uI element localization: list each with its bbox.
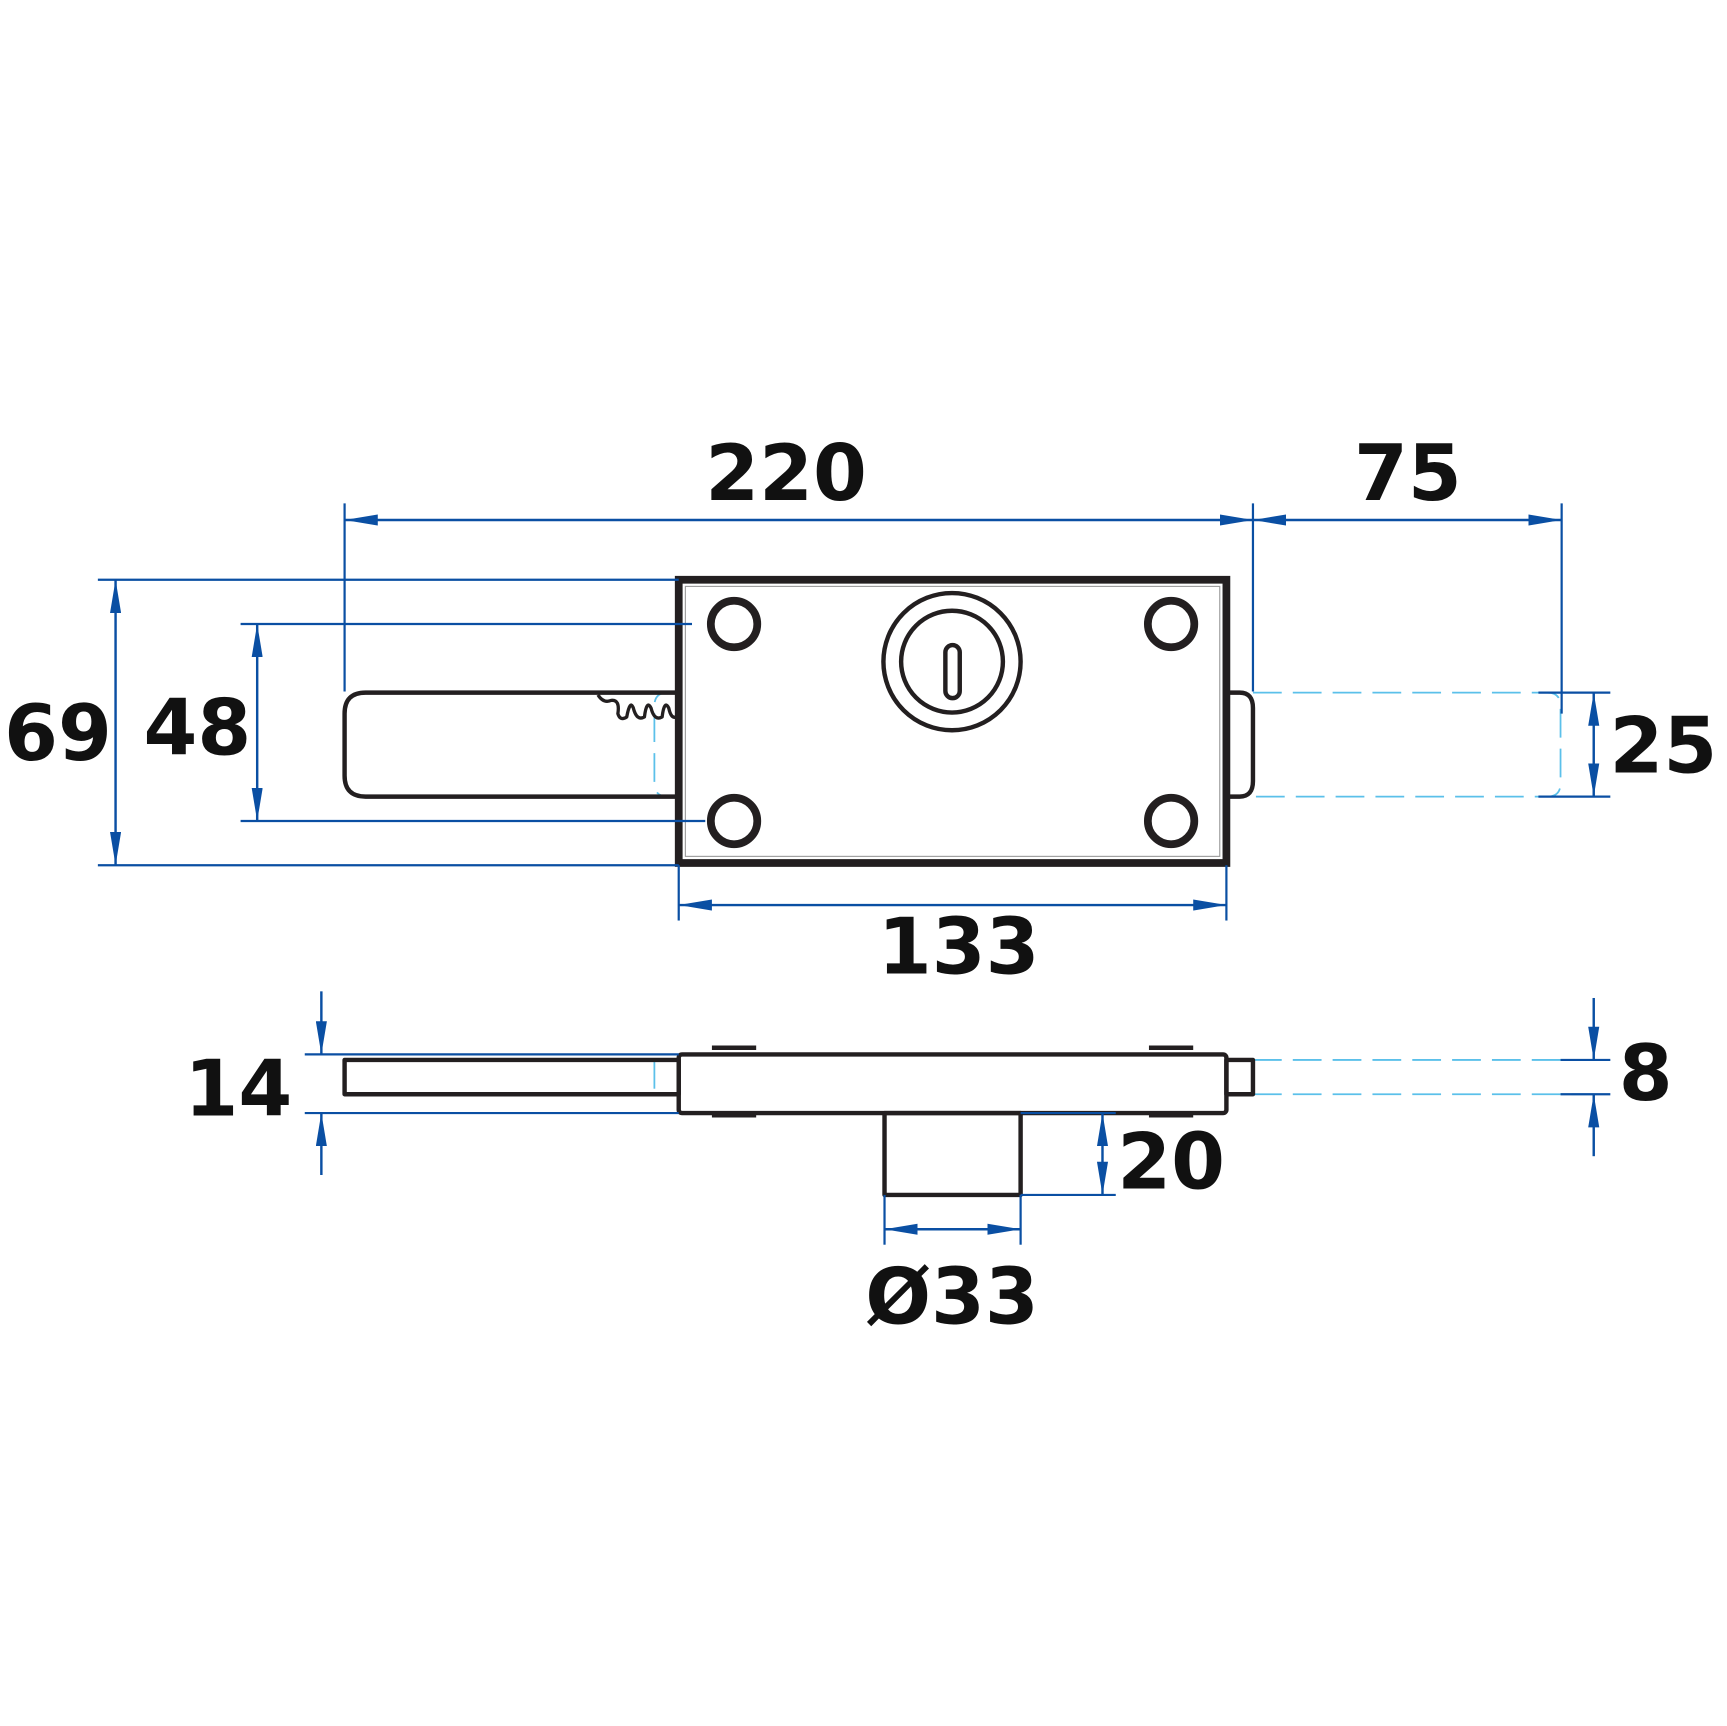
dim-thickness: 14 — [184, 1044, 292, 1134]
lock-plate-inner-edge — [684, 585, 1221, 857]
bolt-left — [342, 690, 679, 799]
dim-cylinder-diameter: Ø33 — [865, 1252, 1039, 1342]
dim-plate-height: 69 — [4, 689, 112, 779]
bolt-side-stub — [1224, 1057, 1256, 1097]
lock-plate — [674, 575, 1231, 867]
dim-overall-length: 220 — [705, 429, 867, 519]
bolt-side — [342, 1057, 681, 1097]
lock-body-side — [676, 1052, 1229, 1116]
dim-cylinder-projection: 20 — [1117, 1117, 1225, 1207]
screw-hole-icon — [1143, 793, 1199, 849]
dimensions: 220 75 69 48 25 133 14 8 — [4, 429, 1717, 1342]
dim-bolt-height: 25 — [1610, 701, 1718, 791]
dim-bolt-throw: 75 — [1354, 429, 1462, 519]
screw-hole-icon — [706, 793, 762, 849]
cylinder-inner-ring — [898, 608, 1006, 715]
bolt-teeth — [596, 693, 678, 721]
front-view — [342, 575, 1562, 867]
screw-hole-icon — [706, 596, 762, 652]
dim-bolt-thickness: 8 — [1619, 1029, 1673, 1119]
cylinder-side — [882, 1110, 1023, 1198]
keyhole-icon — [943, 642, 962, 701]
screw-hole-icon — [1143, 596, 1199, 652]
dim-plate-length: 133 — [878, 903, 1040, 993]
side-view — [342, 1045, 1594, 1198]
bolt-right-stub — [1226, 690, 1256, 799]
hidden-bolt-extension — [1252, 691, 1562, 798]
cylinder-outer-ring — [881, 590, 1023, 733]
dim-hole-spacing: 48 — [144, 684, 252, 774]
